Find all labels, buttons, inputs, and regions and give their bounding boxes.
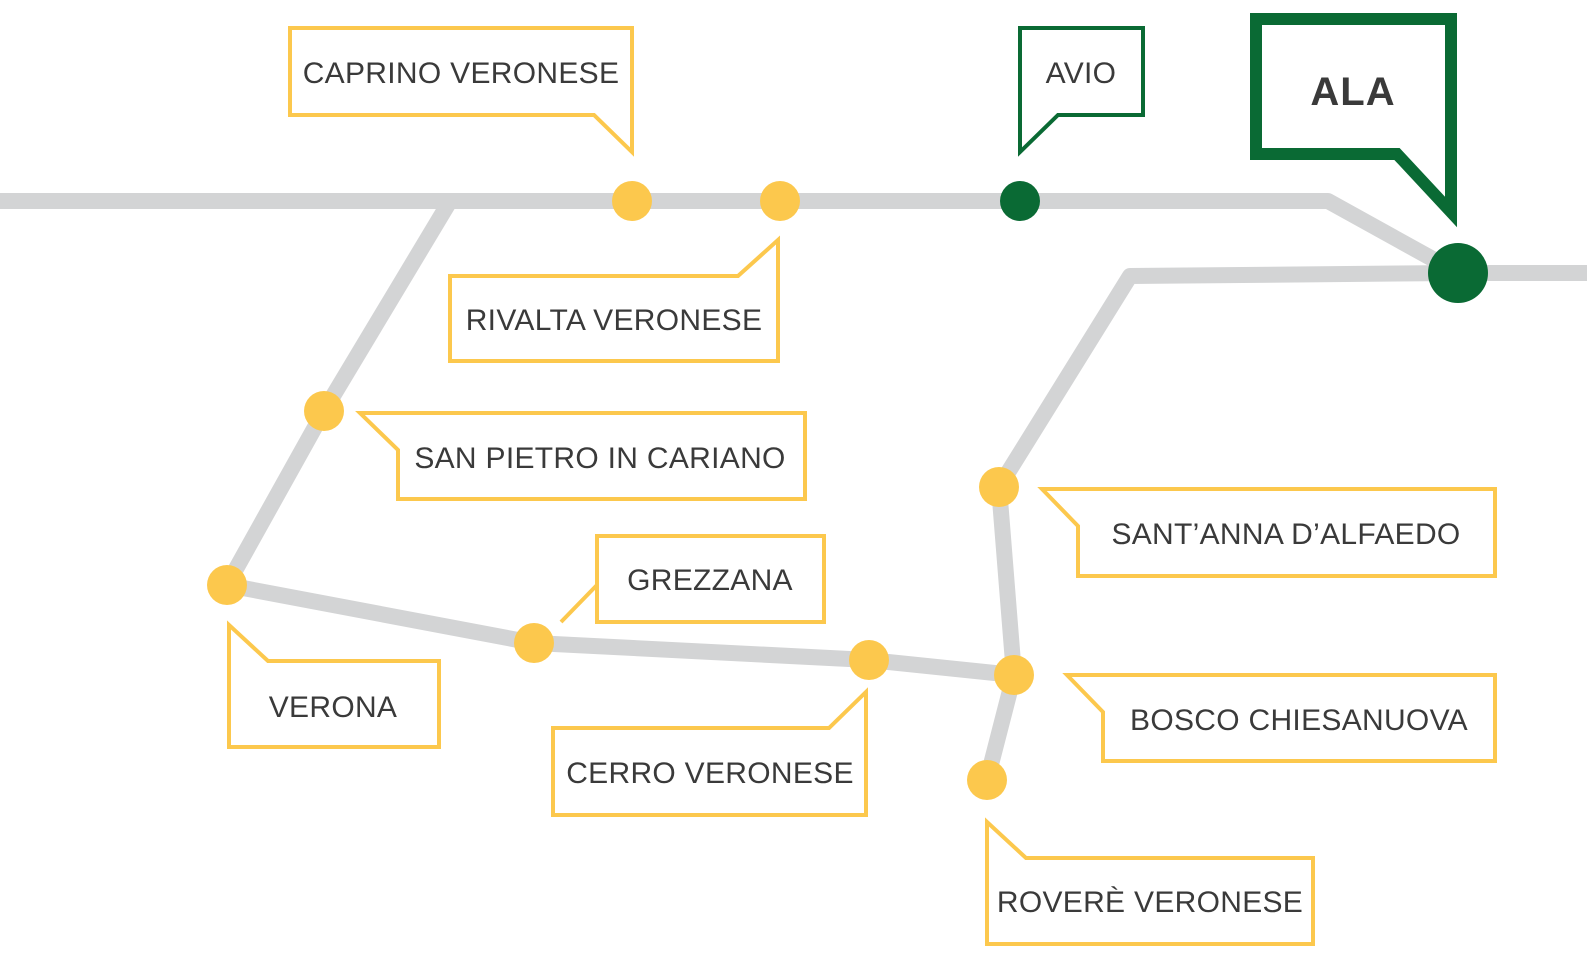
callout-avio[interactable]	[1018, 26, 1145, 157]
label-cerro-veronese: CERRO VERONESE	[566, 757, 854, 790]
stop-cerro-veronese[interactable]	[849, 640, 889, 680]
callout-grezzana[interactable]	[559, 534, 826, 624]
label-santanna-dalfaedo: SANT’ANNA D’ALFAEDO	[1111, 518, 1460, 551]
callout-ala[interactable]	[1250, 13, 1457, 228]
callout-cerro-veronese[interactable]	[551, 687, 868, 817]
callouts	[227, 13, 1497, 946]
label-caprino-veronese: CAPRINO VERONESE	[303, 57, 620, 90]
label-bosco-chiesanuova: BOSCO CHIESANUOVA	[1130, 704, 1468, 737]
callout-rovere-veronese[interactable]	[985, 817, 1315, 946]
route-line-verona	[219, 196, 1015, 683]
stop-san-pietro-in-cariano[interactable]	[304, 391, 344, 431]
callout-verona[interactable]	[227, 620, 441, 749]
route-line-main	[0, 193, 1462, 280]
callout-santanna-dalfaedo[interactable]	[1037, 487, 1497, 578]
stop-bosco-chiesanuova[interactable]	[994, 655, 1034, 695]
stop-santanna-dalfaedo[interactable]	[979, 467, 1019, 507]
stops	[207, 181, 1488, 800]
stop-grezzana[interactable]	[514, 623, 554, 663]
label-ala: ALA	[1310, 70, 1395, 114]
labels: CAPRINO VERONESE AVIO ALA RIVALTA VERONE…	[269, 57, 1468, 919]
callout-bosco-chiesanuova[interactable]	[1062, 673, 1497, 763]
label-rivalta-veronese: RIVALTA VERONESE	[466, 304, 763, 337]
callout-rivalta-veronese[interactable]	[448, 235, 780, 363]
stop-rivalta-veronese[interactable]	[760, 181, 800, 221]
callout-caprino-veronese[interactable]	[288, 26, 634, 157]
stop-verona[interactable]	[207, 565, 247, 605]
label-avio: AVIO	[1046, 57, 1117, 90]
stop-rovere-veronese[interactable]	[967, 760, 1007, 800]
label-san-pietro-in-cariano: SAN PIETRO IN CARIANO	[414, 442, 785, 475]
stop-caprino-veronese[interactable]	[612, 181, 652, 221]
stop-avio[interactable]	[1000, 181, 1040, 221]
label-rovere-veronese: ROVERÈ VERONESE	[997, 886, 1303, 919]
label-verona: VERONA	[269, 691, 398, 724]
stop-ala[interactable]	[1428, 243, 1488, 303]
label-grezzana: GREZZANA	[627, 564, 793, 597]
callout-san-pietro-in-cariano[interactable]	[355, 411, 807, 501]
